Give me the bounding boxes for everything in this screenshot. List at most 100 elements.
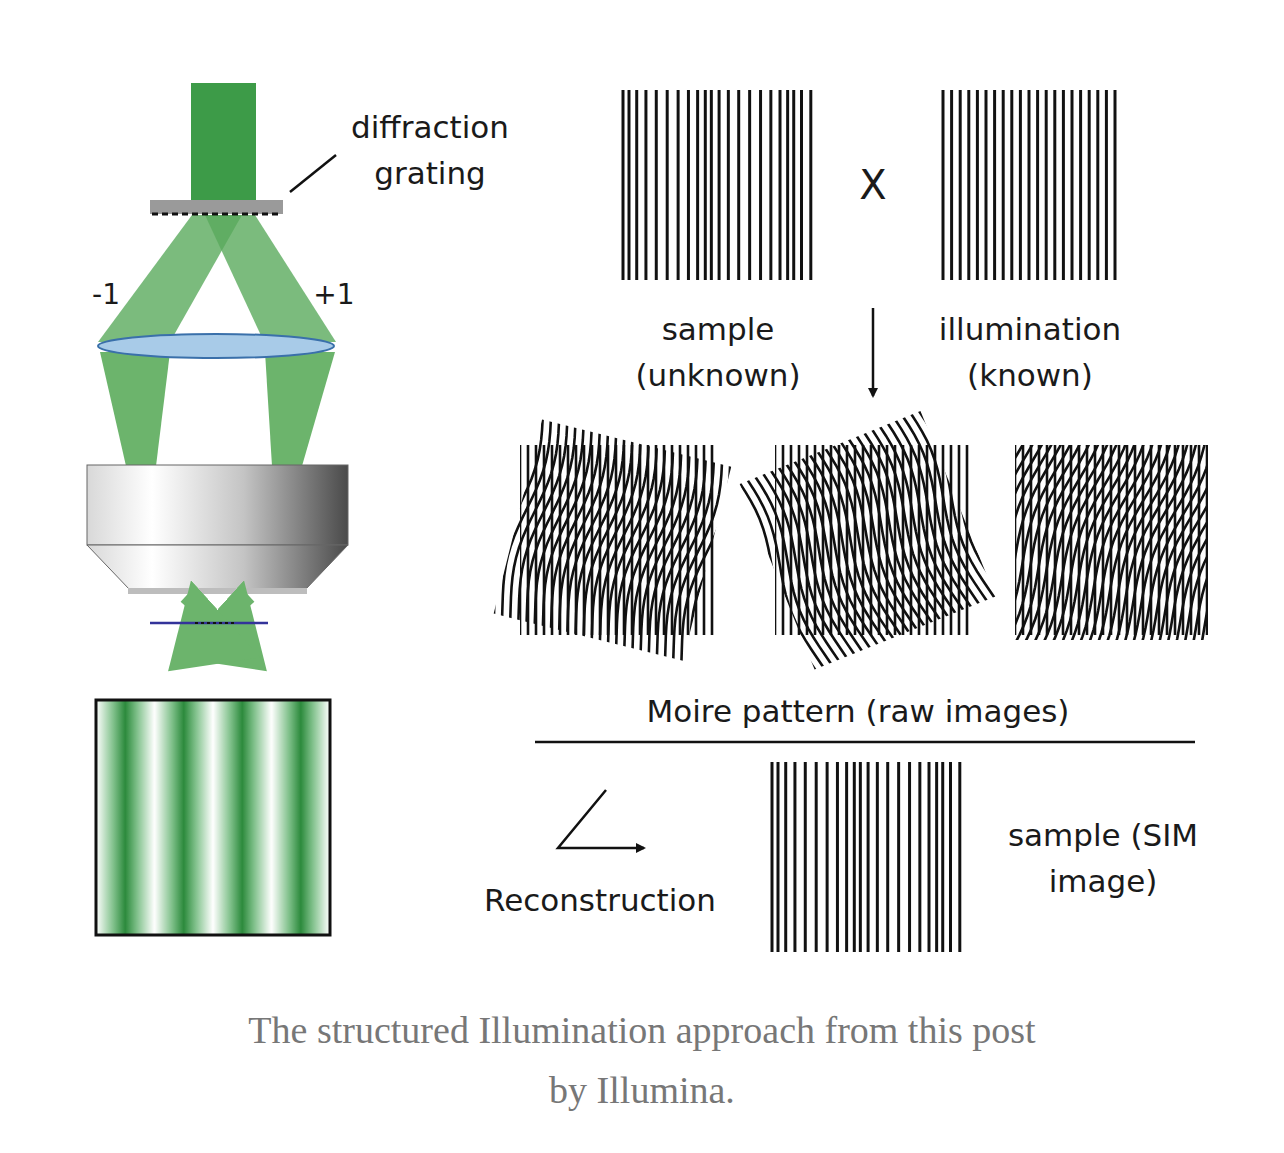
pattern-stroke [623, 445, 626, 635]
node-label: sample (unknown) [618, 306, 818, 398]
pattern-stroke [967, 90, 970, 280]
pattern-stroke [779, 90, 782, 280]
pattern-stroke [859, 762, 862, 952]
lens [98, 334, 334, 358]
pattern-stroke [548, 424, 615, 641]
laser-beam [191, 83, 256, 203]
pattern-stroke [993, 90, 996, 280]
pattern-stroke [679, 456, 732, 660]
pattern-stroke [621, 442, 688, 659]
pattern-stroke [1126, 445, 1129, 635]
pattern-stroke [826, 762, 829, 952]
pattern-stroke [646, 448, 713, 660]
grating-lines [152, 213, 281, 216]
diffraction-order: -1 [76, 272, 136, 318]
pattern-stroke [804, 762, 807, 952]
pattern-stroke [718, 90, 721, 280]
pattern-stroke [1165, 445, 1208, 640]
moire-group: Moire pattern (raw images) [500, 412, 1216, 738]
pattern-stroke [1133, 445, 1208, 640]
pattern-stroke [677, 90, 680, 280]
pattern-stroke [777, 762, 780, 952]
pattern-stroke [950, 90, 953, 280]
divider-line [535, 741, 1195, 744]
pattern-stroke [907, 411, 995, 610]
pattern-stroke [1028, 90, 1031, 280]
pattern-stroke [892, 411, 987, 616]
pattern-stroke [1054, 445, 1168, 640]
pattern-stroke [1045, 90, 1048, 280]
pattern-stroke [899, 411, 994, 613]
pattern-stroke [573, 430, 640, 647]
pattern-stroke [942, 90, 945, 280]
pattern-stroke [1157, 445, 1208, 640]
pattern-stroke [1071, 90, 1074, 280]
pattern-stroke [985, 90, 988, 280]
pattern-stroke [605, 438, 672, 655]
pattern-stroke [494, 420, 542, 623]
pattern-stroke [597, 436, 664, 653]
illumination-image: illumination (known) [925, 86, 1135, 406]
pattern-stroke [532, 420, 599, 637]
moire-sample [494, 420, 732, 661]
sim-pattern [772, 762, 960, 952]
pattern-stroke [655, 90, 658, 280]
pattern-stroke [540, 422, 607, 639]
pattern-stroke [687, 90, 690, 280]
illumination-stripes [96, 700, 330, 935]
pattern-stroke [1062, 90, 1065, 280]
node-label: Moire pattern (raw images) [500, 688, 1216, 734]
pattern-stroke [941, 762, 944, 952]
minus-one-beam-lower [100, 352, 170, 466]
sample-plane [150, 622, 268, 625]
sim-image: sample (SIM image) [760, 755, 1230, 965]
moire-sample [1015, 445, 1208, 640]
pattern-stroke [727, 90, 730, 280]
node-label: illumination (known) [920, 306, 1140, 398]
pattern-stroke [654, 450, 721, 660]
excitation-beam [197, 597, 250, 645]
pattern-stroke [622, 90, 625, 280]
pattern-stroke [635, 90, 638, 280]
pattern-stroke [1109, 445, 1208, 640]
pattern-stroke [800, 90, 803, 280]
pattern-stroke [908, 762, 911, 952]
pattern-stroke [884, 411, 979, 619]
figure-caption: The structured Illumination approach fro… [242, 1000, 1042, 1120]
pattern-stroke [876, 762, 879, 952]
sample-image: sample (unknown) [600, 86, 836, 406]
pattern-stroke [628, 90, 631, 280]
pattern-stroke [644, 90, 647, 280]
pattern-stroke [1188, 446, 1208, 640]
pattern-stroke [1096, 90, 1099, 280]
pattern-stroke [976, 90, 979, 280]
pattern-stroke [581, 432, 648, 649]
pattern-stroke [1036, 90, 1039, 280]
pattern-stroke [769, 90, 772, 280]
sample-pattern [623, 90, 811, 280]
diffraction-order: +1 [304, 272, 364, 318]
pattern-stroke [740, 470, 831, 670]
pattern-stroke [1088, 90, 1091, 280]
pattern-stroke [935, 762, 938, 952]
pattern-stroke [949, 762, 952, 952]
objective-tip [128, 588, 307, 594]
pattern-stroke [853, 762, 856, 952]
pattern-stroke [958, 762, 961, 952]
objective-nose [87, 545, 348, 590]
pattern-stroke [704, 90, 707, 280]
pattern-stroke [589, 434, 656, 651]
pattern-stroke [809, 90, 812, 280]
pattern-stroke [737, 90, 740, 280]
pattern-stroke [815, 762, 818, 952]
pattern-stroke [897, 762, 900, 952]
pattern-stroke [1173, 445, 1208, 640]
pattern-stroke [1053, 90, 1056, 280]
pattern-stroke [564, 428, 631, 645]
pattern-stroke [1015, 445, 1065, 640]
pattern-stroke [1105, 90, 1108, 280]
node-label: sample (SIM image) [1005, 812, 1201, 904]
pattern-stroke [959, 90, 962, 280]
